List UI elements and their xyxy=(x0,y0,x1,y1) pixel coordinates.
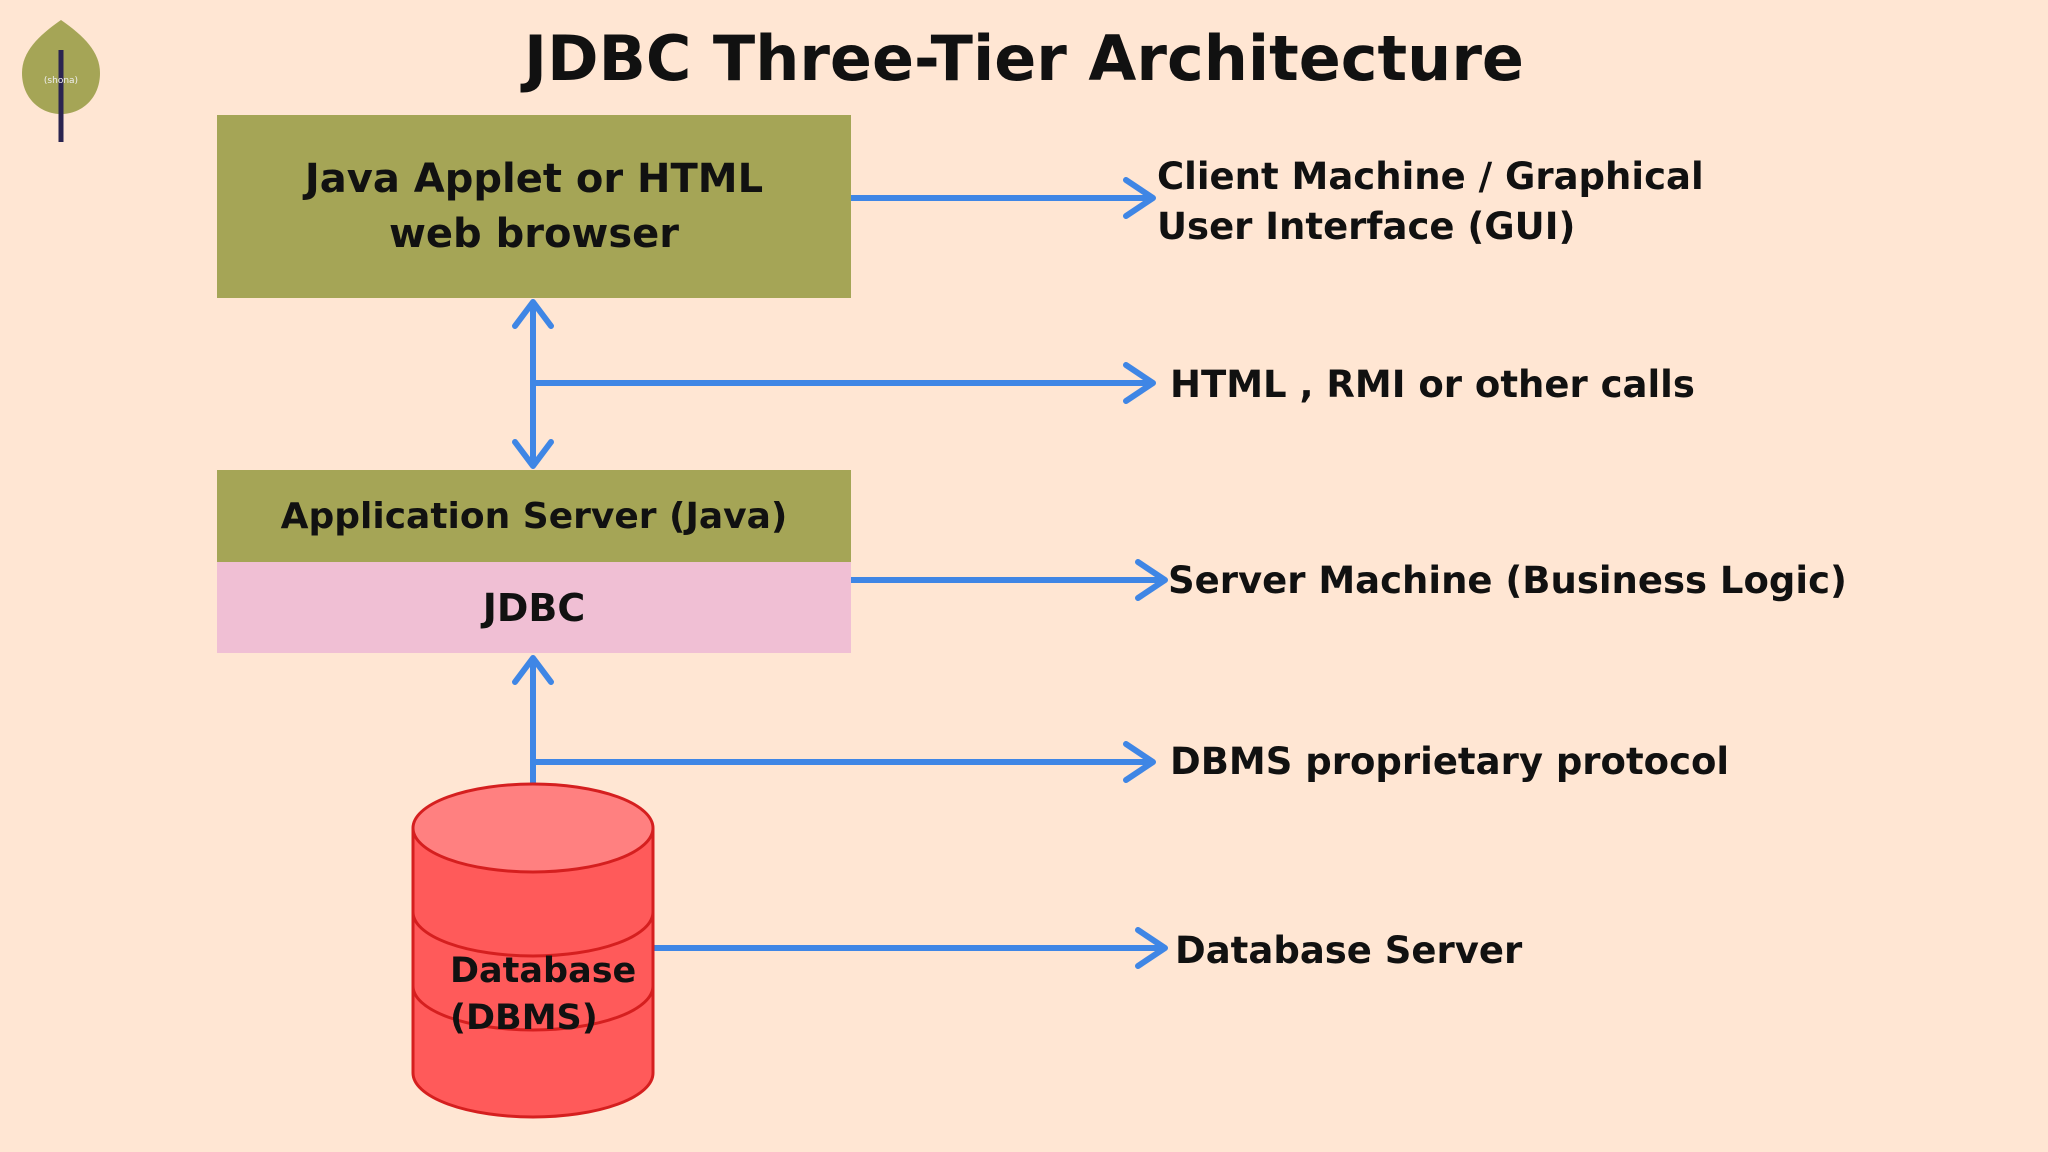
page-title: JDBC Three-Tier Architecture xyxy=(524,22,1524,95)
database-label-line2: (DBMS) xyxy=(450,998,598,1038)
database-server-label: Database Server xyxy=(1175,929,1523,972)
arrowhead-server-machine xyxy=(1135,559,1168,601)
jdbc-box: JDBC xyxy=(217,562,851,653)
arrowhead-calls xyxy=(1123,362,1156,404)
calls-label: HTML , RMI or other calls xyxy=(1170,363,1695,406)
arrowhead-client-machine xyxy=(1123,177,1156,219)
client-machine-line2: User Interface (GUI) xyxy=(1157,205,1576,248)
jdbc-label: JDBC xyxy=(482,585,586,630)
arrowhead-protocol xyxy=(1123,741,1156,783)
arrowhead-down-app xyxy=(512,439,554,469)
database-cylinder-icon xyxy=(411,782,655,1119)
arrowhead-up-client xyxy=(512,299,554,329)
client-tier-line2: web browser xyxy=(388,210,680,257)
logo-text: (shona) xyxy=(44,76,78,86)
leaf-logo-icon: (shona) xyxy=(18,18,104,146)
arrowhead-up-jdbc xyxy=(512,655,554,685)
client-machine-line1: Client Machine / Graphical xyxy=(1157,155,1704,198)
client-machine-label: Client Machine / Graphical User Interfac… xyxy=(1157,152,1704,252)
app-server-label: Application Server (Java) xyxy=(280,495,788,537)
client-tier-box: Java Applet or HTML web browser xyxy=(217,115,851,298)
client-tier-line1: Java Applet or HTML xyxy=(304,155,764,202)
app-server-box: Application Server (Java) xyxy=(217,470,851,562)
database-label-line1: Database xyxy=(450,951,637,991)
database-label: Database (DBMS) xyxy=(450,948,650,1042)
server-machine-label: Server Machine (Business Logic) xyxy=(1168,559,1847,602)
protocol-label: DBMS proprietary protocol xyxy=(1170,740,1730,783)
arrowhead-database-server xyxy=(1135,927,1168,969)
